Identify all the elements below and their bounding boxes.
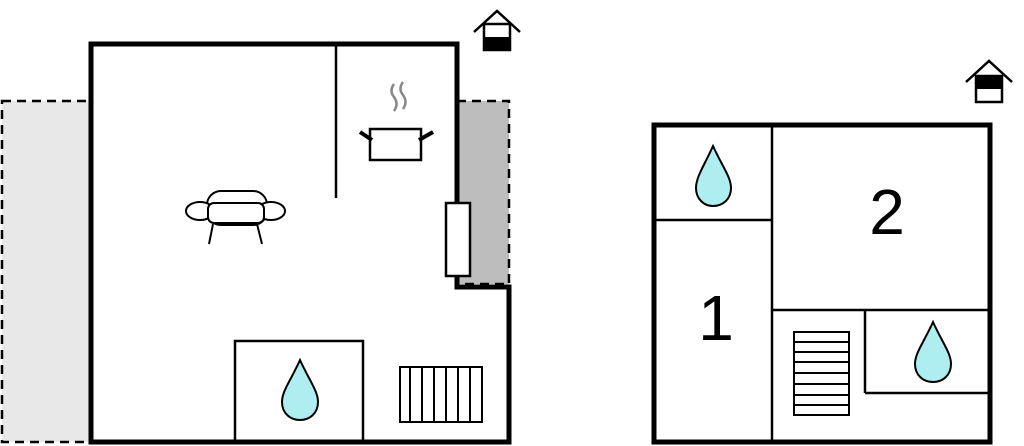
terrace-left <box>0 99 92 444</box>
cooking-pot-icon <box>358 81 434 162</box>
upper-floor-plan: 1 2 <box>651 59 1013 445</box>
sofa-icon <box>185 190 286 245</box>
ground-floor-plan <box>0 9 521 445</box>
fireplace-icon <box>444 201 472 278</box>
room-number-2: 2 <box>869 176 905 248</box>
water-drop-icon <box>913 319 953 384</box>
room-number-1: 1 <box>698 282 734 354</box>
stairs-icon <box>793 331 850 416</box>
house-level-icon <box>965 59 1013 104</box>
water-drop-icon <box>694 143 733 208</box>
water-drop-icon <box>280 357 320 422</box>
bathroom-ground <box>233 339 365 444</box>
house-level-icon <box>473 9 521 52</box>
stairs-icon <box>399 366 483 423</box>
